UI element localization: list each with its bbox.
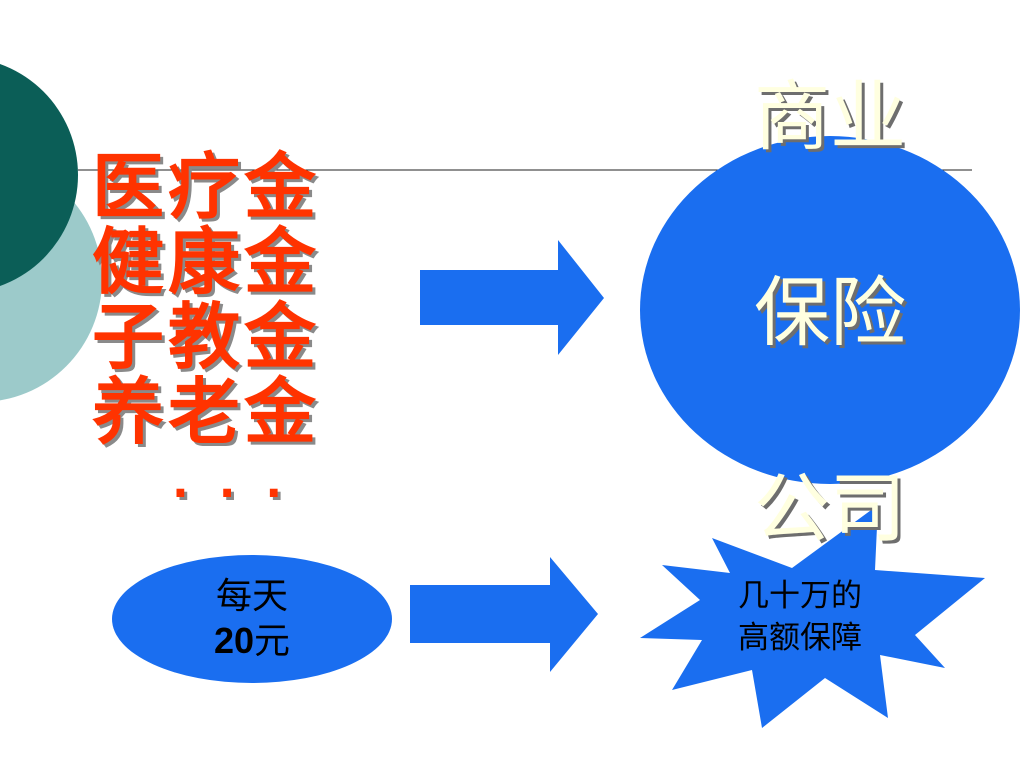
fund-item-health: 健康金	[92, 220, 321, 304]
daily-cost-line2: 20元	[214, 619, 290, 664]
daily-cost-unit: 元	[254, 620, 291, 662]
coverage-line2: 高额保障	[738, 620, 862, 656]
fund-item-medical: 医疗金	[92, 145, 321, 229]
company-circle-shape	[640, 136, 1020, 484]
daily-cost-amount: 20	[213, 619, 255, 661]
daily-cost-oval: 每天 20元	[112, 555, 392, 683]
coverage-label: 几十万的 高额保障	[700, 575, 900, 659]
fund-item-education: 子教金	[92, 295, 321, 379]
upper-arrow	[420, 240, 604, 355]
coverage-line1: 几十万的	[738, 578, 862, 614]
daily-cost-oval-shape	[112, 555, 392, 683]
coverage-starburst-shape	[640, 505, 985, 728]
daily-cost-line1: 每天	[215, 575, 288, 617]
fund-list: 医疗金 健康金 子教金 养老金	[92, 150, 422, 450]
decor-dark-teal-circle	[0, 64, 78, 286]
lower-arrow	[410, 557, 598, 672]
ellipsis: ···	[172, 468, 313, 519]
fund-item-pension: 养老金	[92, 370, 321, 454]
